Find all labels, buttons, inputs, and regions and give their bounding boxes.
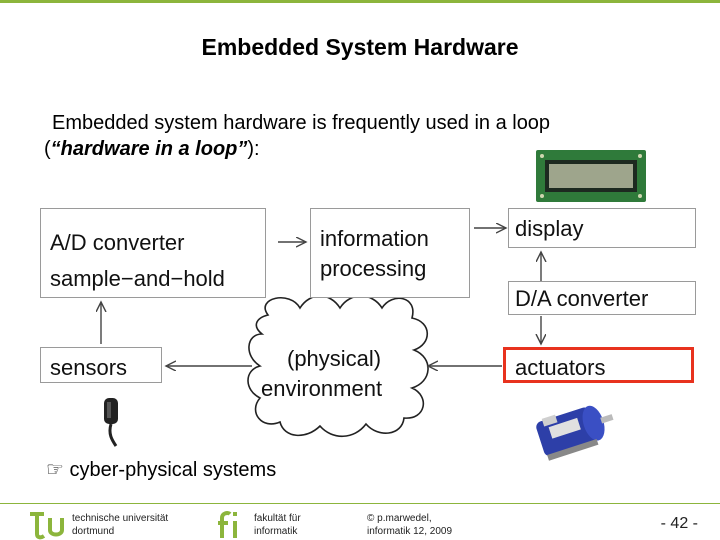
footer-line [0, 503, 720, 504]
footer-copyright: © p.marwedel, informatik 12, 2009 [367, 512, 452, 538]
ad-converter-label: A/D converter [50, 230, 185, 256]
footer-university-line1: technische universität [72, 512, 168, 525]
information-label: information [320, 226, 429, 252]
motor-image [526, 392, 618, 464]
footer-copyright-line2: informatik 12, 2009 [367, 525, 452, 538]
footer-faculty-line2: informatik [254, 525, 301, 538]
page-number: - 42 - [661, 515, 698, 533]
fi-logo-icon [216, 510, 246, 540]
processing-label: processing [320, 256, 426, 282]
pointing-hand-icon: ☞ [46, 459, 64, 481]
footer-faculty: fakultät für informatik [254, 512, 301, 538]
sensor-image [98, 396, 128, 450]
footer-faculty-line1: fakultät für [254, 512, 301, 525]
sensors-label: sensors [50, 355, 127, 381]
da-converter-label: D/A converter [515, 286, 648, 312]
footer-university-line2: dortmund [72, 525, 168, 538]
information-processing-box [310, 208, 470, 298]
note-text: cyber-physical systems [70, 459, 277, 481]
actuators-label: actuators [515, 355, 606, 381]
tu-logo-icon [28, 510, 68, 540]
sample-and-hold-label: sample−and−hold [50, 266, 225, 292]
physical-label: (physical) [287, 346, 381, 372]
display-label: display [515, 216, 583, 242]
environment-label: environment [261, 376, 382, 402]
footer-copyright-line1: © p.marwedel, [367, 512, 452, 525]
footer-university: technische universität dortmund [72, 512, 168, 538]
cyber-physical-note: ☞ cyber-physical systems [46, 457, 276, 482]
